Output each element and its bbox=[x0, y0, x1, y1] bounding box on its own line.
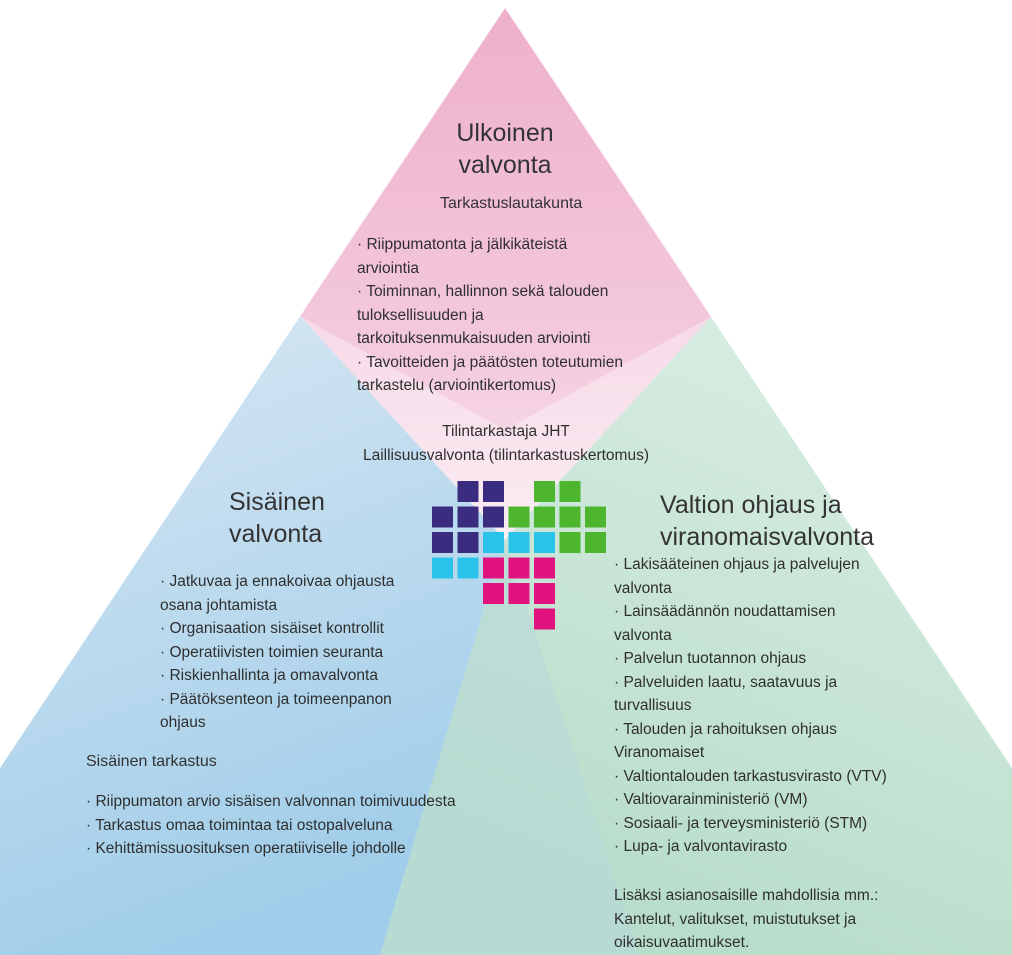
list-item: · Riskienhallinta ja omavalvonta bbox=[160, 667, 378, 684]
list-item: Lisäksi asianosaisille mahdollisia mm.: bbox=[614, 887, 879, 904]
auditor-line: Tilintarkastaja JHT bbox=[442, 423, 570, 440]
list-item: · Riippumatonta ja jälkikäteistä bbox=[357, 236, 568, 253]
list-item: tarkoituksenmukaisuuden arviointi bbox=[357, 330, 591, 347]
left-title-line: Sisäinen bbox=[229, 488, 325, 516]
auditor-line: Laillisuusvalvonta (tilintarkastuskertom… bbox=[362, 446, 649, 464]
list-item: valvonta bbox=[614, 626, 672, 644]
list-item: · Tarkastus omaa toimintaa tai ostopalve… bbox=[86, 816, 393, 834]
left-title-line: valvonta bbox=[229, 520, 323, 548]
right-title: Valtion ohjaus ja viranomaisvalvonta bbox=[660, 489, 874, 553]
list-item: tarkastelu (arviointikertomus) bbox=[357, 377, 556, 394]
list-item: turvallisuus bbox=[614, 697, 692, 714]
list-item: · Talouden ja rahoituksen ohjaus bbox=[614, 720, 837, 738]
list-item: · Kehittämissuosituksen operatiiviselle … bbox=[86, 840, 406, 857]
list-item: · Palvelun tuotannon ohjaus bbox=[614, 650, 807, 667]
left-title: Sisäinen valvonta bbox=[229, 486, 325, 550]
right-items: · Lakisääteinen ohjaus ja palvelujen val… bbox=[614, 553, 887, 859]
list-item: · Päätöksenteon ja toimeenpanon bbox=[160, 690, 392, 708]
right-extra: Lisäksi asianosaisille mahdollisia mm.: … bbox=[614, 884, 878, 955]
left-items: · Jatkuvaa ja ennakoivaa ohjausta osana … bbox=[160, 570, 394, 735]
top-title-line: Ulkoinen bbox=[456, 119, 554, 147]
list-item: arviointia bbox=[357, 259, 420, 277]
list-item: ohjaus bbox=[160, 714, 206, 731]
left-section bbox=[0, 316, 505, 955]
left-sub-items: · Riippumaton arvio sisäisen valvonnan t… bbox=[86, 790, 456, 861]
list-item: Viranomaiset bbox=[614, 744, 705, 761]
list-item: · Lakisääteinen ohjaus ja palvelujen bbox=[614, 556, 860, 573]
top-title: Ulkoinen valvonta bbox=[440, 117, 570, 181]
top-section bbox=[300, 8, 712, 540]
top-subtitle: Tarkastuslautakunta bbox=[440, 195, 583, 212]
list-item: valvonta bbox=[614, 579, 672, 597]
list-item: · Operatiivisten toimien seuranta bbox=[160, 643, 384, 661]
left-subtitle: Sisäinen tarkastus bbox=[86, 753, 217, 770]
list-item: · Valtiovarainministeriö (VM) bbox=[614, 791, 808, 808]
auditor-block: Tilintarkastaja JHT Laillisuusvalvonta (… bbox=[320, 420, 692, 467]
list-item: · Lainsäädännön noudattamisen bbox=[614, 603, 836, 620]
list-item: · Tavoitteiden ja päätösten toteutumien bbox=[357, 353, 623, 371]
top-items: · Riippumatonta ja jälkikäteistä arvioin… bbox=[357, 233, 623, 398]
list-item: tuloksellisuuden ja bbox=[357, 306, 484, 324]
list-item: · Valtiontalouden tarkastusvirasto (VTV) bbox=[614, 767, 887, 785]
list-item: · Jatkuvaa ja ennakoivaa ohjausta bbox=[160, 573, 395, 590]
list-item: · Sosiaali- ja terveysministeriö (STM) bbox=[614, 814, 868, 832]
list-item: oikaisuvaatimukset. bbox=[614, 934, 750, 951]
list-item: · Riippumaton arvio sisäisen valvonnan t… bbox=[86, 793, 456, 810]
list-item: · Palveluiden laatu, saatavuus ja bbox=[614, 673, 838, 691]
right-title-line: Valtion ohjaus ja bbox=[660, 491, 842, 519]
top-title-line: valvonta bbox=[458, 151, 552, 179]
list-item: osana johtamista bbox=[160, 596, 278, 614]
list-item: Kantelut, valitukset, muistutukset ja bbox=[614, 910, 857, 928]
right-title-line: viranomaisvalvonta bbox=[660, 523, 874, 551]
list-item: · Lupa- ja valvontavirasto bbox=[614, 838, 788, 855]
list-item: · Toiminnan, hallinnon sekä talouden bbox=[357, 283, 609, 300]
list-item: · Organisaation sisäiset kontrollit bbox=[160, 620, 384, 637]
